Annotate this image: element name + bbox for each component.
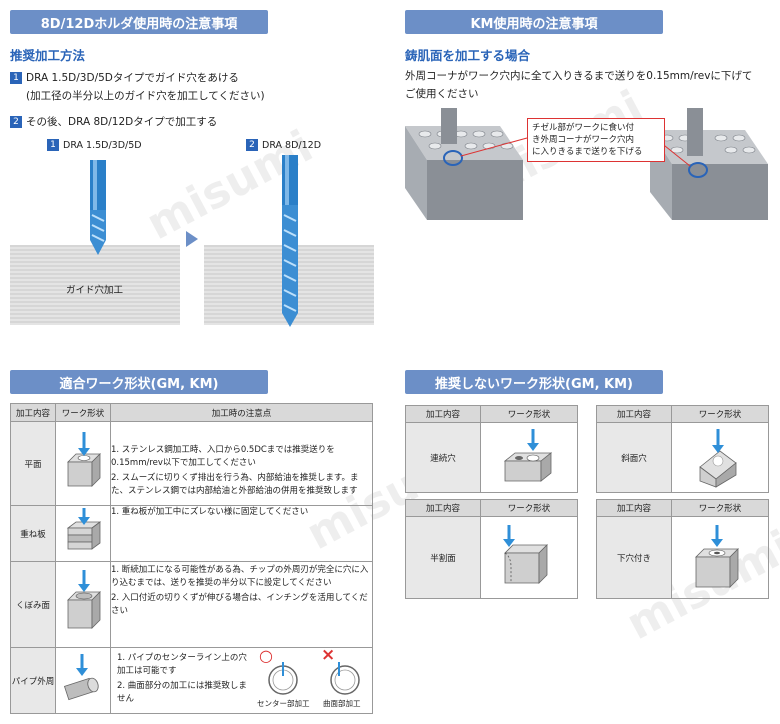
header-shape: ワーク形状: [671, 405, 769, 423]
notes-cell: 1. パイプのセンターライン上の穴加工は可能です 2. 曲面部分の加工には推奨致…: [110, 645, 373, 714]
step1-text: 1 DRA 1.5D/3D/5Dタイプでガイド穴をあける: [10, 70, 239, 86]
col-header-notes: 加工時の注意点: [110, 403, 373, 422]
callout-line3: に入りきるまで送りを下げる: [532, 147, 643, 157]
note-item: 2. スムーズに切りくず排出を行う為、内部給油を推奨します。また、ステンレス鋼で…: [111, 473, 359, 496]
ok-mark: ○: [259, 646, 273, 665]
drill-short-shank: [90, 160, 106, 210]
fig1-number: 1: [47, 139, 59, 151]
drill-process-figure: [10, 155, 374, 327]
km-instruction-line2: ご使用ください: [405, 88, 479, 100]
callout-line1: チゼル部がワークに食い付: [532, 123, 635, 133]
fig2-number: 2: [246, 139, 258, 151]
note-item: 1. パイプのセンターライン上の穴加工は可能です: [117, 653, 247, 676]
col-header-shape: ワーク形状: [55, 403, 111, 422]
header-content: 加工内容: [405, 499, 481, 517]
step2-number: 2: [10, 116, 22, 128]
header-shape: ワーク形状: [480, 499, 578, 517]
table-row: 平面 1. ステンレス鋼加工時、入口から0.5DCまでは推奨送りを0.15mm/…: [10, 421, 373, 506]
item-label: 連続穴: [405, 422, 481, 493]
suitable-shapes-table: 加工内容 ワーク形状 加工時の注意点 平面 1. ステンレス鋼加工時、入口から0…: [10, 403, 373, 714]
not-recommended-item: 加工内容ワーク形状 連続穴: [405, 405, 578, 493]
next-step-arrow: [186, 231, 198, 247]
notes-cell: 1. 重ね板が加工中にズレない様に固定してください: [110, 505, 373, 562]
cast-surface-figure: [405, 108, 768, 220]
pipe-section-diagrams: [268, 662, 360, 695]
fig2-caption: 2 DRA 8D/12D: [246, 138, 321, 154]
not-recommended-item: 加工内容ワーク形状 半割面: [405, 499, 578, 599]
row-label: 重ね板: [10, 505, 56, 562]
step2-text: 2 その後、DRA 8D/12Dタイプで加工する: [10, 114, 217, 130]
half-cut-surface-icon: [503, 525, 548, 584]
row-label: パイプ外周: [10, 647, 56, 714]
header-shape: ワーク形状: [480, 405, 578, 423]
recessed-surface-icon: [67, 570, 101, 629]
pilot-hole-icon: [695, 525, 739, 588]
header-content: 加工内容: [405, 405, 481, 423]
fig1-caption: 1 DRA 1.5D/3D/5D: [47, 138, 142, 154]
note-item: 2. 曲面部分の加工には推奨致しません: [117, 681, 247, 704]
shape-cell: [480, 516, 578, 599]
row-label: 平面: [10, 421, 56, 506]
inclined-hole-icon: [699, 429, 737, 488]
center-machining-label: センター部加工: [257, 699, 310, 708]
header-content: 加工内容: [596, 499, 672, 517]
fig1-label: DRA 1.5D/3D/5D: [63, 140, 142, 151]
drill-long-shank: [282, 155, 298, 205]
tool-contact-circle-left: [443, 150, 463, 166]
step1-number: 1: [10, 72, 22, 84]
col-header-content: 加工内容: [10, 403, 56, 422]
notes-cell: 1. 断続加工になる可能性がある為、チップの外周刃が完全に穴に入り込むまでは、送…: [110, 561, 373, 648]
table-row: くぼみ面 1. 断続加工になる可能性がある為、チップの外周刃が完全に穴に入り込む…: [10, 561, 373, 648]
guide-hole-label: ガイド穴加工: [66, 285, 124, 296]
note-item: 2. 入口付近の切りくずが伸びる場合は、インチングを活用してください: [111, 593, 368, 616]
shape-cell: [55, 647, 111, 714]
step2-line: その後、DRA 8D/12Dタイプで加工する: [26, 116, 218, 128]
table-row: パイプ外周 1. パイプのセンターライン上の穴加工は可能です 2. 曲面部分の加…: [10, 645, 373, 714]
suitable-shapes-banner: 適合ワーク形状(GM, KM): [10, 370, 268, 394]
curved-machining-label: 曲面部加工: [323, 699, 361, 708]
table-row: 重ね板 1. 重ね板が加工中にズレない様に固定してください: [10, 505, 373, 562]
chisel-callout: チゼル部がワークに食い付 き外周コーナがワーク穴内 に入りきるまで送りを下げる: [527, 118, 665, 162]
km-tool-right: [687, 108, 703, 156]
pipe-icon: [63, 654, 99, 701]
item-label: 斜面穴: [596, 422, 672, 493]
header-shape: ワーク形状: [671, 499, 769, 517]
item-label: 半割面: [405, 516, 481, 599]
shape-cell: [480, 422, 578, 493]
ng-mark: ×: [321, 645, 336, 665]
step1-line1: DRA 1.5D/3D/5Dタイプでガイド穴をあける: [26, 72, 239, 84]
not-recommended-banner: 推奨しないワーク形状(GM, KM): [405, 370, 663, 394]
fig2-label: DRA 8D/12D: [262, 140, 322, 151]
note-item: 1. ステンレス鋼加工時、入口から0.5DCまでは推奨送りを0.15mm/rev…: [111, 445, 335, 468]
not-recommended-item: 加工内容ワーク形状 斜面穴: [596, 405, 769, 493]
holder-notes-banner: 8D/12Dホルダ使用時の注意事項: [10, 10, 268, 34]
shape-cell: [55, 505, 111, 562]
km-instruction-line1: 外周コーナがワーク穴内に全て入りきるまで送りを0.15mm/revに下げて: [405, 70, 753, 82]
shape-cell: [55, 421, 111, 506]
row-label: くぼみ面: [10, 561, 56, 648]
drill-short-flute: [90, 210, 106, 255]
not-recommended-item: 加工内容ワーク形状 下穴付き: [596, 499, 769, 599]
flat-surface-icon: [67, 432, 101, 487]
stacked-plates-icon: [66, 508, 102, 550]
shape-cell: [671, 422, 769, 493]
step1-note: (加工径の半分以上のガイド穴を加工してください): [26, 90, 265, 102]
km-notes-banner: KM使用時の注意事項: [405, 10, 663, 34]
item-label: 下穴付き: [596, 516, 672, 599]
note-item: 1. 断続加工になる可能性がある為、チップの外周刃が完全に穴に入り込むまでは、送…: [111, 565, 369, 588]
km-tool-left: [441, 108, 457, 144]
tool-contact-circle-right: [688, 162, 708, 178]
notes-cell: 1. ステンレス鋼加工時、入口から0.5DCまでは推奨送りを0.15mm/rev…: [110, 421, 373, 506]
shape-cell: [671, 516, 769, 599]
shape-cell: [55, 561, 111, 648]
note-item: 1. 重ね板が加工中にズレない様に固定してください: [111, 507, 309, 517]
callout-line2: き外周コーナがワーク穴内: [532, 135, 635, 145]
header-content: 加工内容: [596, 405, 672, 423]
recommended-method-heading: 推奨加工方法: [10, 48, 86, 63]
cast-surface-heading: 鋳肌面を加工する場合: [405, 48, 531, 63]
continuous-hole-icon: [503, 429, 553, 482]
workpiece-block-1: [10, 245, 180, 325]
